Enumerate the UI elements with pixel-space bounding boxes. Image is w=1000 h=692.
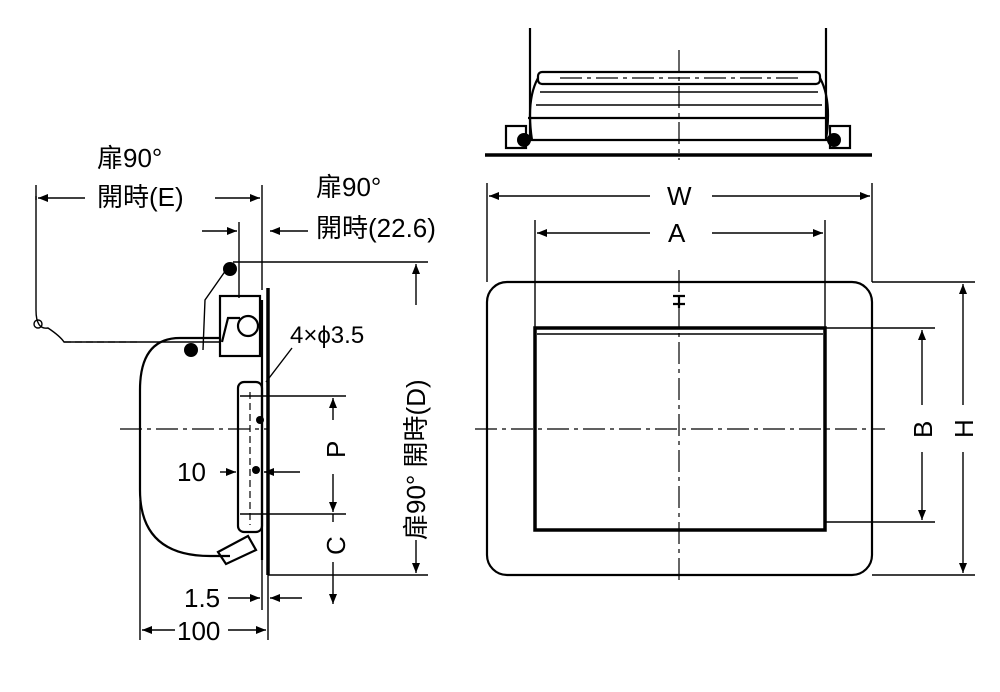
- label-open-e-line2: 開時(E): [97, 182, 184, 212]
- front-view: [475, 270, 885, 585]
- label-open-e-line1: 扉90°: [97, 143, 162, 173]
- label-dim-c: C: [321, 536, 351, 555]
- side-view: [33, 196, 270, 575]
- label-dim-d: 扉90° 開時(D): [401, 379, 431, 540]
- top-view: [485, 28, 872, 160]
- front-dimensions: [486, 183, 975, 576]
- label-dim-10: 10: [177, 457, 206, 487]
- label-dim-p: P: [321, 441, 351, 458]
- label-open-226-line1: 扉90°: [316, 172, 381, 202]
- side-dimensions: [35, 185, 428, 640]
- label-dim-h: H: [949, 419, 979, 438]
- label-dim-100: 100: [177, 616, 220, 646]
- label-dim-a: A: [668, 218, 686, 248]
- label-open-226-line2: 開時(22.6): [316, 213, 436, 243]
- label-dim-w: W: [667, 181, 692, 211]
- label-dim-1-5: 1.5: [184, 583, 220, 613]
- label-dim-b: B: [908, 421, 938, 438]
- label-hole-spec: 4×ϕ3.5: [290, 322, 364, 349]
- labels: 扉90° 開時(E) 扉90° 開時(22.6) 4×ϕ3.5 扉90° 開時(…: [97, 143, 979, 646]
